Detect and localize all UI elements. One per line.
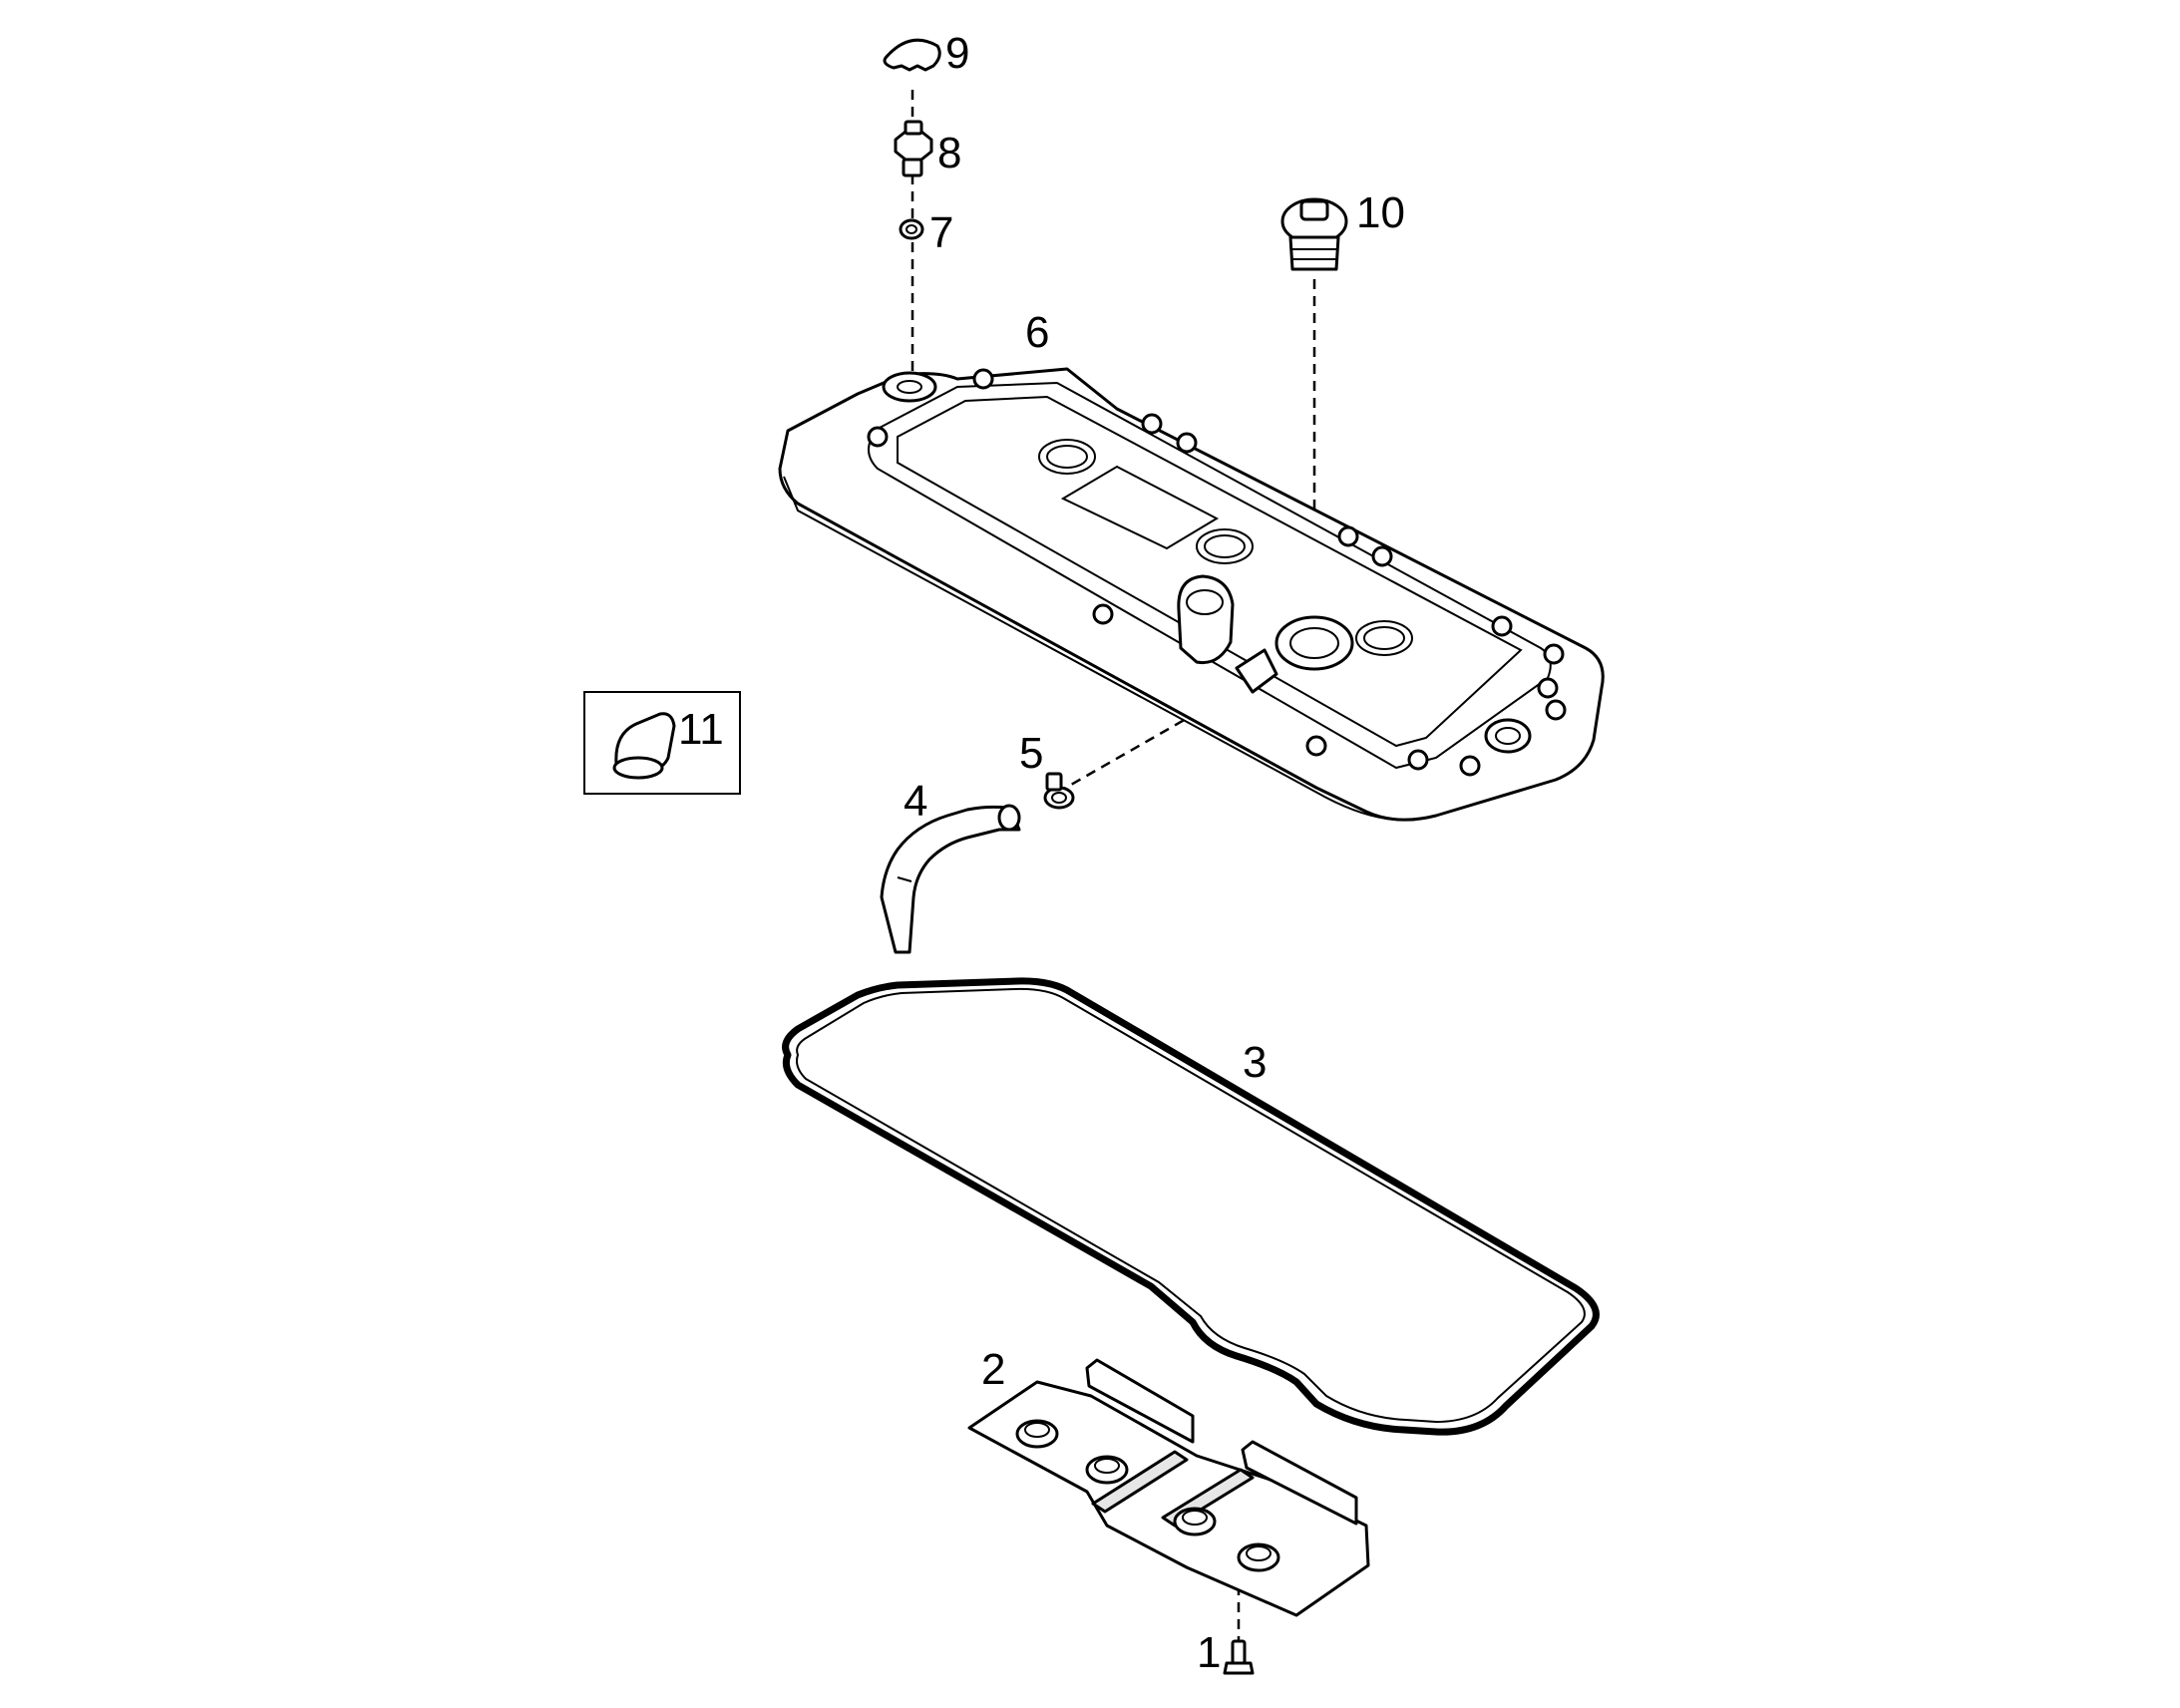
callout-10: 10 [1356,188,1405,237]
callout-4: 4 [904,777,927,826]
leader-5-to-6 [1056,708,1203,795]
baffle-dimples [1015,1419,1280,1572]
part-11-grommet [583,691,741,795]
callout-1: 1 [1197,1628,1221,1677]
part-3-gasket [782,977,1600,1436]
callout-11: 11 [678,705,724,754]
callout-7: 7 [929,208,953,257]
part-11-frame [583,691,741,795]
callout-5: 5 [1019,729,1043,778]
part-10-filler-cap [1280,197,1348,271]
callout-3: 3 [1243,1038,1267,1087]
part-5-clamp [1043,772,1075,810]
part-8-bolt [894,120,933,177]
part-4-breather-hose [880,804,1021,954]
callout-8: 8 [937,129,961,177]
callout-2: 2 [981,1345,1005,1394]
part-6-valve-cover [778,367,1605,822]
part-2-baffle-plate [967,1358,1370,1617]
part-1-bolt [1223,1639,1255,1675]
callout-labels: 1 2 3 4 5 6 7 8 9 10 11 [678,29,1405,1677]
cover-bolt-bosses [867,368,1567,777]
callout-6: 6 [1025,308,1049,357]
part-9-cap [883,38,941,72]
part-7-washer [899,218,924,240]
callout-9: 9 [945,29,969,78]
